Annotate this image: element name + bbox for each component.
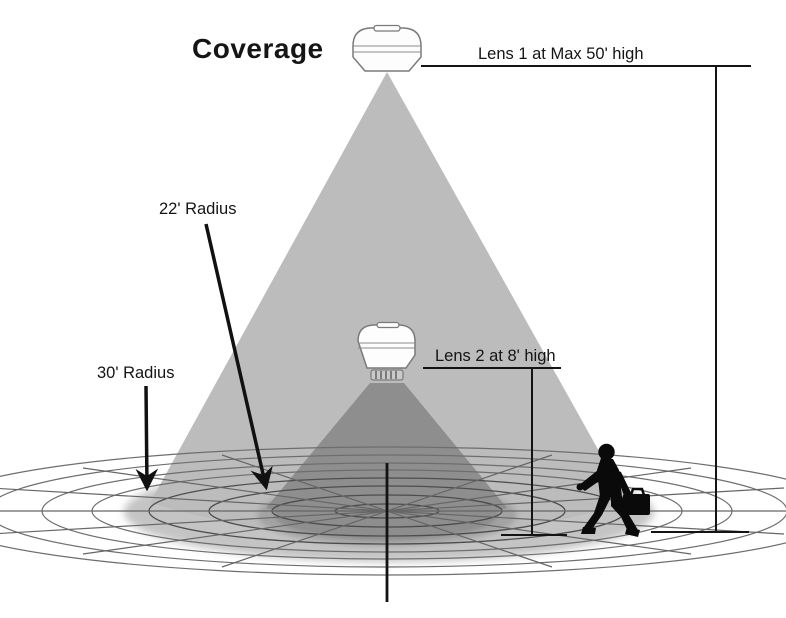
lens1-coverage-cone	[150, 72, 628, 538]
lens2-measurement-lines	[423, 367, 567, 536]
lens2-sensor-icon	[357, 321, 416, 381]
lens1-sensor-icon	[352, 24, 422, 72]
lens1-measurement-lines	[421, 65, 751, 533]
radius-30-arrow-icon	[135, 385, 159, 492]
lens2-label: Lens 2 at 8' high	[435, 347, 556, 365]
walking-person-with-briefcase-icon	[576, 443, 650, 537]
radius-30-label: 30' Radius	[97, 364, 174, 382]
diagram-title: Coverage	[192, 33, 324, 64]
radius-22-label: 22' Radius	[159, 200, 236, 218]
lens1-label: Lens 1 at Max 50' high	[478, 45, 644, 63]
radius-22-arrow-icon	[204, 223, 273, 491]
